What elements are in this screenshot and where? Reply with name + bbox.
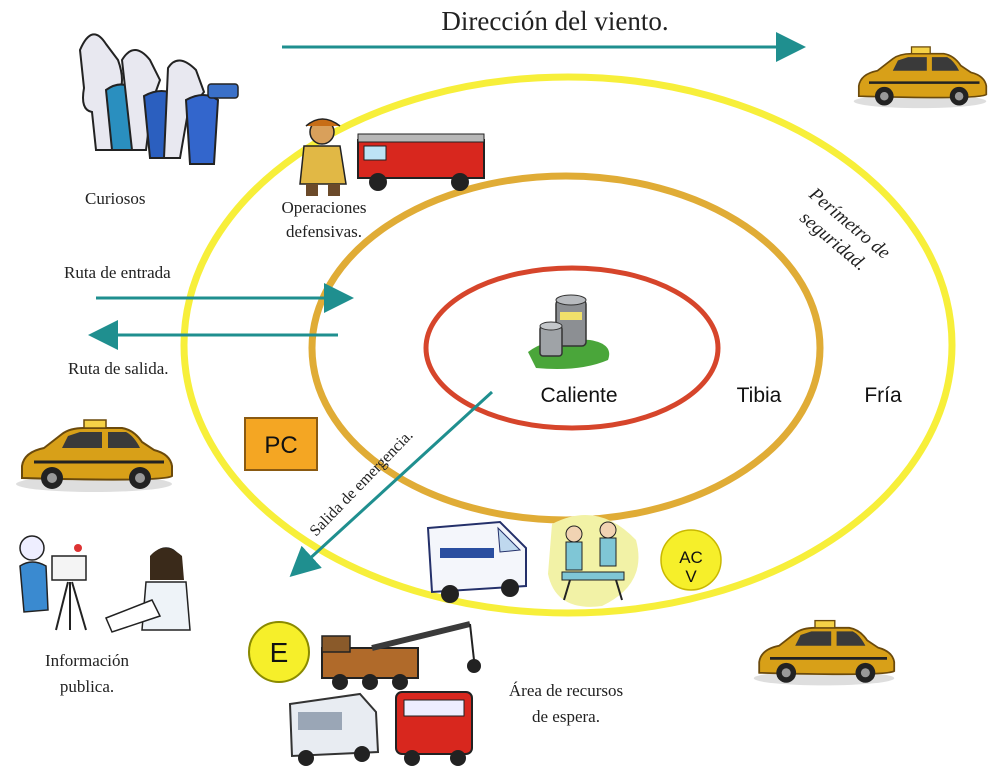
chemical-barrels-icon bbox=[528, 294, 610, 369]
emergency-exit-arrow bbox=[289, 390, 494, 578]
van-icon bbox=[288, 692, 380, 766]
staging-area-label-line2: de espera. bbox=[532, 707, 600, 726]
outer-ring-cold-zone bbox=[180, 73, 956, 617]
entry-route-label: Ruta de entrada bbox=[64, 263, 171, 282]
public-info-label-line2: publica. bbox=[60, 677, 114, 696]
emergency-exit-label: Salida de emergencia. bbox=[307, 427, 417, 540]
acv-badge-line1: AC bbox=[679, 548, 703, 567]
fire-truck-icon bbox=[357, 133, 485, 191]
taxi-icon bbox=[14, 418, 174, 494]
staging-badge: E bbox=[248, 621, 310, 683]
reporter-icon bbox=[105, 547, 191, 633]
defensive-operations-label-line1: Operaciones bbox=[282, 198, 367, 217]
taxi-icon bbox=[852, 45, 988, 110]
command-post-label: PC bbox=[264, 432, 297, 459]
curious-label: Curiosos bbox=[85, 189, 145, 208]
perimeter-label: Perímetro de seguridad. bbox=[795, 183, 894, 275]
curious-crowd-icon bbox=[78, 33, 239, 165]
zone-label-hot: Caliente bbox=[540, 384, 617, 407]
zone-label-cold: Fría bbox=[864, 384, 902, 407]
defensive-operations-label-line2: defensivas. bbox=[286, 222, 362, 241]
crane-truck-icon bbox=[321, 621, 481, 690]
fire-truck-icon bbox=[395, 691, 473, 766]
firefighter-icon bbox=[299, 118, 347, 196]
acv-badge: AC V bbox=[660, 529, 722, 591]
medical-team-icon bbox=[548, 515, 639, 607]
public-info-label-line1: Información bbox=[45, 651, 130, 670]
zone-label-warm: Tibia bbox=[737, 384, 782, 407]
exit-route-label: Ruta de salida. bbox=[68, 359, 169, 378]
taxi-icon bbox=[752, 619, 896, 687]
ambulance-icon bbox=[426, 520, 527, 603]
diagram-title: Dirección del viento. bbox=[441, 6, 668, 36]
staging-area-label-line1: Área de recursos bbox=[509, 681, 623, 700]
staging-badge-label: E bbox=[270, 637, 289, 668]
acv-badge-line2: V bbox=[685, 567, 697, 586]
command-post-box: PC bbox=[244, 417, 318, 471]
camera-operator-icon bbox=[19, 535, 87, 631]
inner-ring-hot-zone bbox=[423, 265, 721, 431]
